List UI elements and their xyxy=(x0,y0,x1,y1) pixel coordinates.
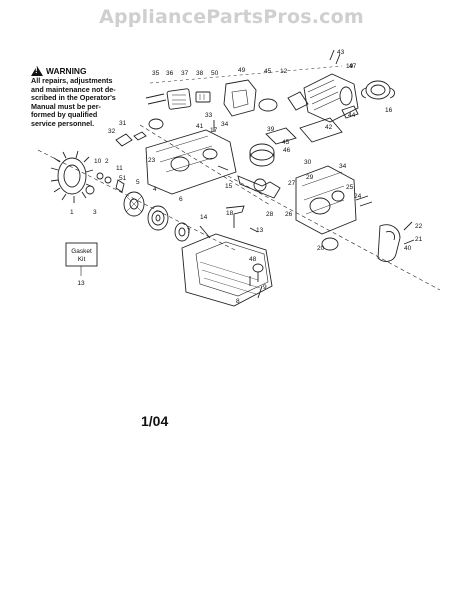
part-number-label: 31 xyxy=(119,120,127,127)
part-number-label: 51 xyxy=(119,175,127,182)
part-number-label: 1 xyxy=(70,209,74,216)
gasket-kit-number: 13 xyxy=(77,280,85,287)
part-number-label: 43 xyxy=(337,49,345,56)
part-number-label: 32 xyxy=(108,128,116,135)
part-number-label: 40 xyxy=(404,245,412,252)
date-code: 1/04 xyxy=(141,413,169,429)
part-number-label: 17 xyxy=(210,127,218,134)
part-number-label: 13 xyxy=(256,227,264,234)
part-number-label: 46 xyxy=(283,147,291,154)
part-number-label: 23 xyxy=(148,157,156,164)
part-number-label: 36 xyxy=(166,70,174,77)
part-number-label: 14 xyxy=(200,214,208,221)
part-number-label: 47 xyxy=(349,63,357,70)
part-number-label: 29 xyxy=(306,174,314,181)
watermark: AppliancePartsPros.com xyxy=(99,6,364,28)
part-number-label: 45 xyxy=(264,68,272,75)
part-number-label: 22 xyxy=(415,223,423,230)
part-number-label: 27 xyxy=(288,180,296,187)
part-number-label: 5 xyxy=(136,179,140,186)
part-number-label: 15 xyxy=(225,183,233,190)
part-number-label: 2 xyxy=(105,158,109,165)
part-number-label: 37 xyxy=(181,70,189,77)
part-number-label: 9 xyxy=(263,284,267,291)
warning-line: All repairs, adjustments xyxy=(31,76,113,85)
warning-header: WARNING xyxy=(31,66,133,76)
part-number-label: 18 xyxy=(226,210,234,217)
part-number-label: 25 xyxy=(346,184,354,191)
warning-line: scribed in the Operator's xyxy=(31,93,116,103)
part-number-label: 30 xyxy=(304,159,312,166)
part-number-label: 21 xyxy=(415,236,423,243)
part-number-label: 3 xyxy=(93,209,97,216)
part-number-label: 50 xyxy=(211,70,219,77)
warning-title: WARNING xyxy=(46,65,87,76)
part-number-label: 16 xyxy=(385,107,393,114)
part-number-label: 24 xyxy=(354,193,362,200)
part-number-label: 34 xyxy=(221,121,229,128)
part-number-label: 45 xyxy=(282,139,290,146)
part-number-label: 28 xyxy=(266,211,274,218)
part-number-label: 49 xyxy=(238,67,246,74)
warning-line: service personnel. xyxy=(31,118,95,128)
warning-line: and maintenance not de- xyxy=(31,84,116,94)
part-number-label: 48 xyxy=(249,256,257,263)
part-number-label: 38 xyxy=(196,70,204,77)
part-number-label: 11 xyxy=(116,165,123,172)
warning-triangle-icon xyxy=(31,66,43,76)
part-number-label: 6 xyxy=(179,196,183,203)
part-number-label: 19 xyxy=(346,63,354,70)
warning-line: formed by qualified xyxy=(31,110,98,120)
part-number-label: 10 xyxy=(94,158,102,165)
part-number-label: 20 xyxy=(317,245,325,252)
part-number-label: 42 xyxy=(325,124,333,131)
part-number-label: 39 xyxy=(267,126,275,133)
part-number-label: 33 xyxy=(205,112,213,119)
part-number-label: 35 xyxy=(152,70,160,77)
warning-notice: WARNING All repairs, adjustments and mai… xyxy=(31,66,133,129)
part-number-label: 4 xyxy=(153,186,157,193)
gasket-kit-label: Gasket xyxy=(71,248,92,255)
part-number-label: 7 xyxy=(187,228,191,235)
part-number-label: 12 xyxy=(280,68,288,75)
part-number-label: 8 xyxy=(236,298,240,305)
part-number-label: 41 xyxy=(196,123,204,130)
part-number-label: 44 xyxy=(348,112,356,119)
part-number-label: 34 xyxy=(339,163,347,170)
warning-line: Manual must be per- xyxy=(31,101,101,111)
part-number-label: 26 xyxy=(285,211,293,218)
gasket-kit-label: Kit xyxy=(78,256,86,263)
